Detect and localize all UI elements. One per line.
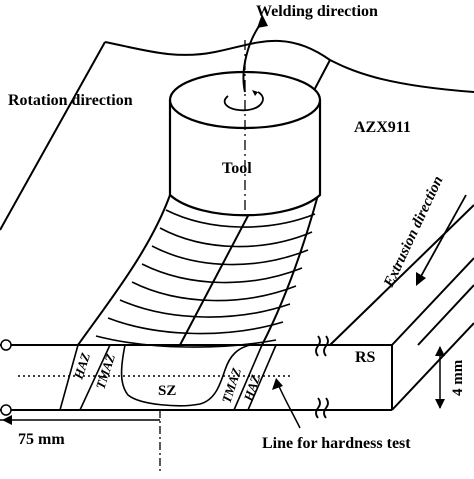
extrusion-direction-line — [419, 194, 467, 279]
width-dimension-label: 75 mm — [18, 431, 65, 448]
plate-corner-mark-bottom — [0, 404, 12, 416]
plate-corner-mark-top — [0, 339, 12, 351]
tool-body — [168, 100, 322, 217]
tmaz-boundary-right — [233, 344, 263, 411]
extrusion-direction-arrowhead — [416, 272, 426, 286]
sz-label: SZ — [158, 383, 176, 399]
weld-track-left — [77, 194, 171, 346]
haz-boundary-left — [59, 344, 79, 411]
plate-back-edge — [104, 39, 474, 93]
hardness-leader — [277, 383, 301, 429]
thickness-dimension-arrow-top — [435, 346, 445, 356]
hardness-line-label: Line for hardness test — [262, 435, 411, 452]
welding-direction-arrowhead — [257, 14, 268, 28]
weld-track-right — [261, 194, 319, 346]
plate-side-top — [391, 257, 474, 346]
material-label: AZX911 — [354, 119, 411, 136]
plate-side-inner — [417, 284, 474, 346]
sz-boundary — [120, 344, 251, 407]
haz-right-label: HAZ — [240, 373, 263, 404]
thickness-dimension-arrow-bottom — [435, 399, 445, 409]
rotation-arrow-head — [252, 90, 258, 96]
break-mark-bottom — [315, 397, 329, 419]
welding-direction-label: Welding direction — [256, 3, 378, 20]
thickness-dimension-label: 4 mm — [450, 359, 466, 396]
rs-label: RS — [355, 349, 376, 366]
plate-left-edge — [0, 41, 106, 231]
tool-label: Tool — [222, 160, 252, 177]
extrusion-direction-label: Extrusion direction — [381, 174, 447, 291]
tmaz-boundary-left — [79, 344, 111, 411]
hardness-leader-arrowhead — [272, 378, 283, 390]
tmaz-left-label: TMAZ — [93, 352, 118, 391]
haz-left-label: HAZ — [70, 351, 93, 382]
rotation-arrow — [223, 91, 264, 112]
haz-boundary-right — [247, 344, 277, 411]
width-dimension-arrowhead — [2, 415, 12, 425]
rotation-direction-label: Rotation direction — [8, 92, 133, 109]
plate-side-bottom — [391, 322, 474, 411]
break-mark-top — [315, 335, 329, 357]
weld-ripples — [95, 209, 316, 348]
plate-side-front-top — [329, 204, 474, 346]
